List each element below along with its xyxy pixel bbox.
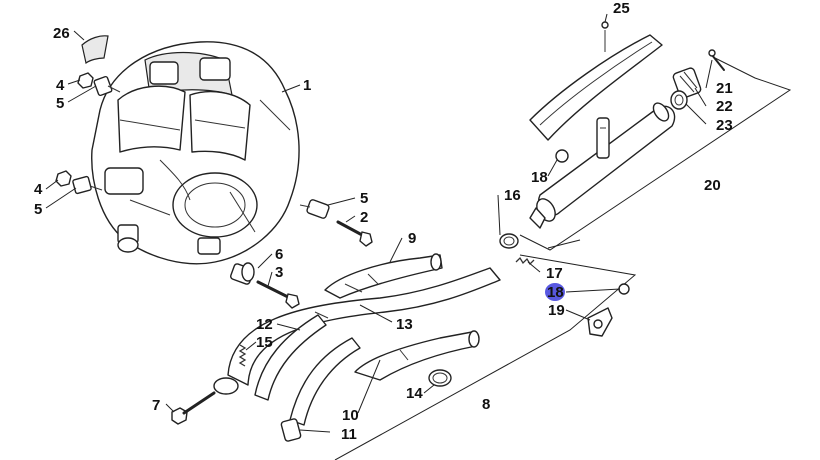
callout-10[interactable]: 10	[342, 407, 359, 424]
part-25-heat-shield[interactable]	[529, 21, 663, 159]
callout-8[interactable]: 8	[482, 396, 490, 413]
callout-22[interactable]: 22	[716, 98, 733, 115]
part-19-bracket[interactable]	[587, 307, 613, 337]
callout-2[interactable]: 2	[360, 209, 368, 226]
part-18-grommet-lower[interactable]	[618, 283, 630, 295]
callout-9[interactable]: 9	[408, 230, 416, 247]
part-26-heat-shield-piece[interactable]	[81, 35, 109, 65]
part-15-spring[interactable]	[238, 344, 247, 367]
callout-13[interactable]: 13	[396, 316, 413, 333]
callout-6[interactable]: 6	[275, 246, 283, 263]
part-3-bolt[interactable]	[256, 280, 300, 309]
callout-18-lower[interactable]: 18	[547, 284, 564, 301]
callout-12[interactable]: 12	[256, 316, 273, 333]
part-7-bolt[interactable]	[171, 377, 239, 425]
callout-25[interactable]: 25	[613, 0, 630, 17]
callout-16[interactable]: 16	[504, 187, 521, 204]
callout-26[interactable]: 26	[53, 25, 70, 42]
callout-17[interactable]: 17	[546, 265, 563, 282]
callout-5-right[interactable]: 5	[360, 190, 368, 207]
callout-4-left[interactable]: 4	[34, 181, 43, 198]
part-5-stud-right[interactable]	[299, 199, 330, 219]
callout-14[interactable]: 14	[406, 385, 423, 402]
callout-18-upper[interactable]: 18	[531, 169, 548, 186]
part-14-clamp[interactable]	[428, 369, 452, 387]
part-18-grommet-upper[interactable]	[555, 149, 569, 163]
part-2-bolt[interactable]	[336, 220, 373, 247]
assembly-frame-8	[334, 254, 637, 460]
assembly-frame-20	[519, 57, 792, 251]
callout-labels: 1 26 4 5 4 5 5 2 6 3 9 12 15 13 7 10 11 …	[34, 0, 733, 443]
part-4-nut-left[interactable]	[55, 170, 72, 187]
callout-1[interactable]: 1	[303, 77, 311, 94]
part-9-heat-shield[interactable]	[324, 253, 443, 299]
part-4-nut-upper[interactable]	[77, 72, 94, 89]
callout-23[interactable]: 23	[716, 117, 733, 134]
callout-19[interactable]: 19	[548, 302, 565, 319]
callout-7[interactable]: 7	[152, 397, 160, 414]
leader-lines	[45, 13, 713, 433]
part-5-stud-left[interactable]	[72, 175, 103, 195]
part-5-stud-upper[interactable]	[93, 75, 121, 97]
part-22-spark-arrestor[interactable]	[672, 67, 702, 99]
part-17-spring[interactable]	[515, 256, 535, 266]
callout-15[interactable]: 15	[256, 334, 273, 351]
part-11-pipe[interactable]	[280, 337, 361, 442]
callout-4-upper[interactable]: 4	[56, 77, 65, 94]
part-23-gasket[interactable]	[670, 90, 688, 110]
callout-5-left[interactable]: 5	[34, 201, 42, 218]
callout-5-upper[interactable]: 5	[56, 95, 64, 112]
part-10-flex-pipe[interactable]	[354, 330, 480, 381]
part-6-stud[interactable]	[230, 262, 255, 285]
callout-18-highlight	[545, 283, 565, 301]
part-21-screw[interactable]	[708, 49, 725, 71]
callout-3[interactable]: 3	[275, 264, 283, 281]
callout-20[interactable]: 20	[704, 177, 721, 194]
part-12-pipe-segment[interactable]	[254, 311, 329, 401]
callout-11[interactable]: 11	[341, 426, 357, 443]
part-20-muffler[interactable]	[529, 100, 676, 229]
callout-21[interactable]: 21	[716, 80, 733, 97]
part-16-gasket[interactable]	[499, 233, 519, 249]
engine[interactable]	[91, 41, 300, 265]
